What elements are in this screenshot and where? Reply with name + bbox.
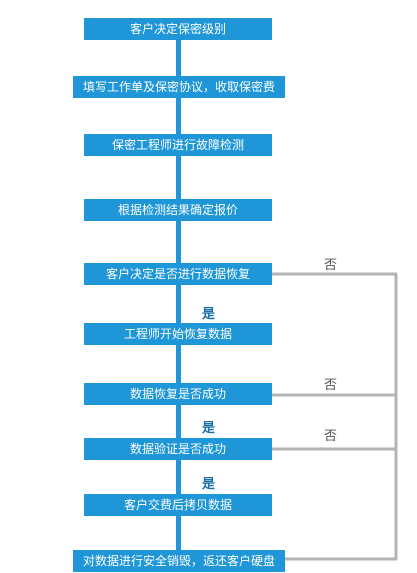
step-secure-destroy: 对数据进行安全销毁，返还客户硬盘	[73, 550, 285, 572]
yes-label-3: 是	[202, 477, 216, 492]
yes-label-1: 是	[202, 307, 216, 322]
decision-recover-data: 客户决定是否进行数据恢复	[84, 263, 272, 285]
decision-recovery-success: 数据恢复是否成功	[84, 383, 272, 405]
step-security-level: 客户决定保密级别	[84, 18, 272, 40]
step-fault-detection: 保密工程师进行故障检测	[84, 134, 272, 156]
yes-label-2: 是	[202, 421, 216, 436]
step-start-recovery: 工程师开始恢复数据	[84, 323, 272, 345]
no-label-3: 否	[324, 429, 338, 444]
spine-line	[176, 30, 181, 565]
no-label-1: 否	[324, 258, 338, 273]
step-quotation: 根据检测结果确定报价	[84, 199, 272, 221]
no-branch-lines	[270, 272, 398, 561]
decision-verification-success: 数据验证是否成功	[84, 438, 272, 460]
no-label-2: 否	[324, 378, 338, 393]
step-pay-and-copy: 客户交费后拷贝数据	[84, 494, 272, 516]
step-fill-work-order: 填写工作单及保密协议，收取保密费	[73, 76, 285, 98]
